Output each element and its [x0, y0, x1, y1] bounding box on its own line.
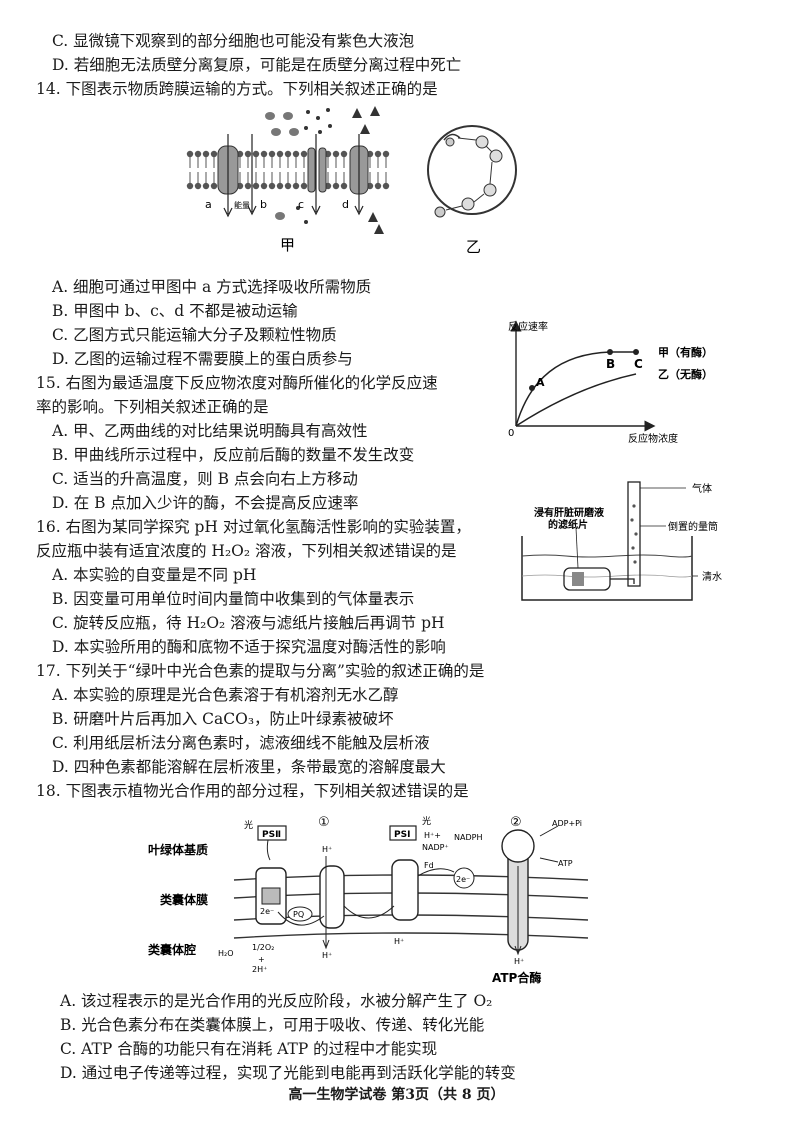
graph-label-c: C — [634, 357, 643, 371]
q14-option-c: C. 乙图方式只能运输大分子及颗粒性物质 — [52, 326, 337, 344]
label-h-plus-plus: H⁺+ — [424, 831, 441, 840]
label-hplus-lumen-2: H⁺ — [394, 937, 404, 946]
label-hplus-synthase: H⁺ — [514, 957, 524, 966]
q16-option-a: A. 本实验的自变量是不同 pH — [52, 566, 257, 584]
q18-stem: 18. 下图表示植物光合作用的部分过程，下列相关叙述错误的是 — [36, 782, 469, 800]
graph-label-b: B — [606, 357, 615, 371]
label-fd: Fd — [424, 861, 434, 870]
label-ps1: PSⅠ — [394, 830, 410, 840]
label-circle-1: ① — [318, 815, 330, 830]
page-footer: 高一生物学试卷 第3页（共 8 页） — [288, 1087, 505, 1103]
figure-label-yi: 乙 — [466, 238, 481, 256]
q16-apparatus: 浸有肝脏研磨液 的滤纸片 气体 倒置的量筒 清水 — [521, 481, 722, 601]
legend-yi: 乙（无酶） — [658, 367, 713, 381]
label-circle-2: ② — [510, 815, 522, 830]
label-2e-1: 2e⁻ — [260, 907, 274, 916]
label-nadph: NADPH — [454, 833, 482, 842]
q16-option-d: D. 本实验所用的酶和底物不适于探究温度对酶活性的影响 — [52, 638, 446, 656]
q15-stem-1: 15. 右图为最适温度下反应物浓度对酶所催化的化学反应速 — [36, 374, 438, 392]
label-light-1: 光 — [244, 819, 253, 831]
label-filter-paper-1: 浸有肝脏研磨液 — [534, 506, 604, 519]
label-a: a — [205, 198, 212, 211]
label-light-2: 光 — [422, 815, 431, 827]
label-hplus-top: H⁺ — [322, 845, 332, 854]
label-2e-2: 2e⁻ — [456, 875, 470, 884]
psi-complex — [391, 859, 419, 921]
q18-thylakoid-figure: 叶绿体基质 类囊体膜 类囊体腔 PSⅡ PSⅠ 光 光 ① ② H⁺ H⁺+ N… — [148, 815, 589, 985]
q14-figure-yi: 乙 — [427, 125, 517, 256]
q14-option-b: B. 甲图中 b、c、d 不都是被动运输 — [52, 302, 298, 320]
label-adp: ADP+Pi — [552, 819, 582, 828]
q15-option-c: C. 适当的升高温度，则 B 点会向右上方移动 — [52, 470, 358, 488]
q18-option-c: C. ATP 合酶的功能只有在消耗 ATP 的过程中才能实现 — [60, 1040, 438, 1058]
label-b: b — [260, 198, 267, 211]
q13-option-d: D. 若细胞无法质壁分离复原，可能是在质壁分离过程中死亡 — [52, 56, 462, 74]
label-plus: + — [258, 955, 265, 964]
label-water: 清水 — [702, 570, 722, 583]
curve-yi — [515, 373, 637, 427]
q14-figure-jia: a b c d 能量 甲 — [186, 106, 390, 254]
q13-option-c: C. 显微镜下观察到的部分细胞也可能没有紫色大液泡 — [52, 32, 415, 50]
label-gas: 气体 — [692, 482, 712, 495]
label-h2o: H₂O — [218, 949, 234, 958]
label-atp: ATP — [558, 859, 573, 868]
q16-option-c: C. 旋转反应瓶，待 H₂O₂ 溶液与滤纸片接触后再调节 pH — [52, 614, 445, 632]
q14-option-a: A. 细胞可通过甲图中 a 方式选择吸收所需物质 — [52, 278, 372, 296]
q17-stem: 17. 下列关于“绿叶中光合色素的提取与分离”实验的叙述正确的是 — [36, 662, 485, 680]
q17-option-d: D. 四种色素都能溶解在层析液里，条带最宽的溶解度最大 — [52, 758, 446, 776]
cytochrome-complex — [319, 865, 345, 929]
point-b — [607, 349, 613, 355]
label-o2: 1/2O₂ — [252, 943, 274, 952]
q16-stem-1: 16. 右图为某同学探究 pH 对过氧化氢酶活性影响的实验装置， — [36, 518, 471, 536]
q16-stem-2: 反应瓶中装有适宜浓度的 H₂O₂ 溶液，下列相关叙述错误的是 — [36, 542, 457, 560]
q17-option-b: B. 研磨叶片后再加入 CaCO₃，防止叶绿素被破坏 — [52, 710, 394, 728]
label-pq: PQ — [293, 910, 304, 919]
q15-option-d: D. 在 B 点加入少许的酶，不会提高反应速率 — [52, 494, 359, 512]
q15-option-a: A. 甲、乙两曲线的对比结果说明酶具有高效性 — [52, 422, 368, 440]
inverted-cylinder — [627, 481, 641, 587]
label-hplus-lumen: H⁺ — [322, 951, 332, 960]
q17-option-c: C. 利用纸层析法分离色素时，滤液细线不能触及层析液 — [52, 734, 430, 752]
legend-jia: 甲（有酶） — [658, 345, 713, 359]
water-basin — [521, 536, 693, 601]
q15-stem-2: 率的影响。下列相关叙述正确的是 — [36, 398, 269, 416]
graph-xlabel: 反应物浓度 — [628, 432, 678, 445]
figure-label-jia: 甲 — [280, 236, 295, 254]
label-c: c — [298, 198, 304, 211]
label-2h: 2H⁺ — [252, 965, 267, 974]
graph-label-a: A — [536, 376, 545, 389]
q18-option-d: D. 通过电子传递等过程，实现了光能到电能再到活跃化学能的转变 — [60, 1064, 516, 1082]
q15-rate-graph: 反应速率 反应物浓度 0 A B C 甲（有酶） 乙（无酶） — [508, 320, 713, 445]
q14-stem: 14. 下图表示物质跨膜运输的方式。下列相关叙述正确的是 — [36, 80, 438, 98]
label-filter-paper-2: 的滤纸片 — [548, 518, 588, 531]
label-nadp: NADP⁺ — [422, 843, 449, 852]
q18-option-a: A. 该过程表示的是光合作用的光反应阶段，水被分解产生了 O₂ — [60, 992, 493, 1010]
q16-option-b: B. 因变量可用单位时间内量筒中收集到的气体量表示 — [52, 590, 415, 608]
q15-option-b: B. 甲曲线所示过程中，反应前后酶的数量不发生改变 — [52, 446, 415, 464]
label-stroma: 叶绿体基质 — [148, 842, 208, 857]
q18-option-b: B. 光合色素分布在类囊体膜上，可用于吸收、传递、转化光能 — [60, 1016, 485, 1034]
label-lumen: 类囊体腔 — [148, 942, 196, 957]
graph-ylabel: 反应速率 — [508, 320, 548, 333]
label-d: d — [342, 198, 349, 211]
point-c — [633, 349, 639, 355]
reaction-bottle — [563, 567, 611, 591]
graph-origin: 0 — [508, 428, 514, 439]
label-thylakoid-membrane: 类囊体膜 — [160, 892, 208, 907]
curve-jia — [515, 351, 636, 427]
label-ps2: PSⅡ — [262, 830, 281, 840]
label-energy: 能量 — [234, 200, 250, 210]
label-cylinder: 倒置的量筒 — [668, 520, 718, 533]
q14-option-d: D. 乙图的运输过程不需要膜上的蛋白质参与 — [52, 350, 353, 368]
label-atp-synthase: ATP合酶 — [492, 970, 541, 985]
q17-option-a: A. 本实验的原理是光合色素溶于有机溶剂无水乙醇 — [52, 686, 399, 704]
point-a — [529, 385, 535, 391]
